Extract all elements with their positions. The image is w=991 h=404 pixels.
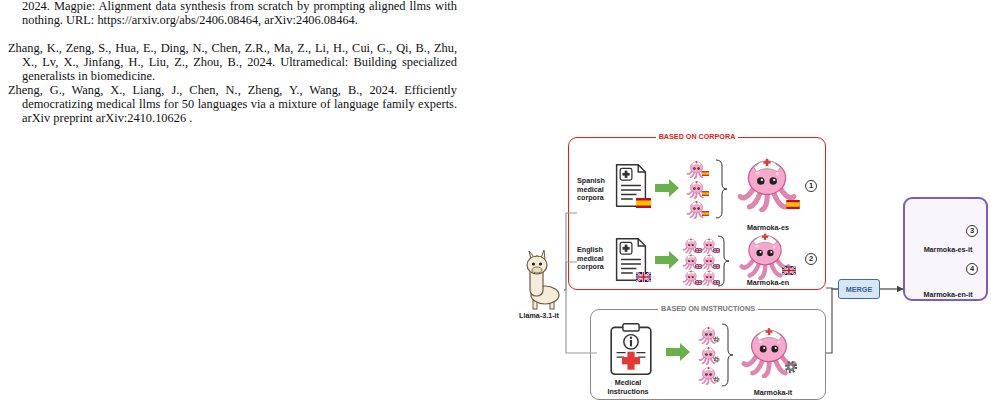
- uk-flag: [636, 272, 651, 282]
- spanish-row-art: [617, 159, 800, 219]
- connector: [826, 288, 838, 289]
- connector: [564, 213, 577, 290]
- model-node: 1Marmoka-es: [729, 147, 825, 235]
- spanish-flag: [786, 200, 800, 209]
- node-label: Marmoka-es: [729, 224, 807, 233]
- corpus-node: Spanish medical corpora: [577, 161, 655, 219]
- node-label: Medical Instructions: [597, 379, 659, 396]
- small-octopus: [699, 327, 717, 344]
- brace: [718, 236, 729, 286]
- group-title: BASED ON INSTRUCTIONS: [591, 305, 825, 314]
- callout-number: 3: [966, 225, 978, 237]
- connector: [826, 289, 838, 353]
- node-label: Marmoka-it: [731, 389, 815, 398]
- node-label: Llama-3.1-it: [514, 312, 564, 321]
- group-box: BASED ON CORPORASpanish medical corpora1…: [568, 137, 826, 290]
- gear-icon: [714, 357, 719, 362]
- node-label: Marmoka-es-it: [909, 246, 987, 255]
- gear-icon: [714, 337, 719, 342]
- gear-icon: [714, 377, 719, 382]
- model-node: 4Marmoka-en-it: [909, 254, 987, 302]
- node-label: English medical corpora: [577, 246, 613, 272]
- green-arrow: [655, 251, 679, 269]
- node-label: Marmoka-en: [729, 279, 807, 288]
- group-box: BASED ON INSTRUCTIONSMedical Instruction…: [590, 309, 826, 400]
- gear-icon: [786, 362, 796, 372]
- group-title: BASED ON CORPORA: [569, 133, 825, 142]
- connector: [880, 288, 903, 289]
- spanish-flag: [702, 171, 709, 176]
- uk-flag: [713, 248, 720, 253]
- uk-flag: [713, 280, 720, 285]
- spanish-flag: [636, 198, 651, 208]
- merge-box: MERGE: [838, 279, 880, 299]
- uk-flag: [713, 264, 720, 269]
- callout-number: 1: [805, 180, 817, 192]
- green-arrow: [655, 179, 679, 197]
- node-label: MERGE: [839, 286, 879, 295]
- output-group-box: 3Marmoka-es-it4Marmoka-en-it: [903, 197, 988, 301]
- llama-icon: [527, 250, 559, 309]
- spanish-flag: [702, 211, 709, 216]
- uk-flag: [695, 280, 702, 285]
- spanish-flag: [702, 191, 709, 196]
- model-node: 3Marmoka-es-it: [909, 202, 987, 252]
- model-icon-node: Llama-3.1-it: [514, 250, 564, 322]
- uk-flag: [695, 264, 702, 269]
- node-label: Spanish medical corpora: [577, 177, 613, 203]
- model-node: Marmoka-it: [731, 319, 825, 399]
- model-node: 2Marmoka-en: [729, 229, 825, 289]
- clipboard-icon: [611, 324, 651, 374]
- small-octopus: [699, 347, 717, 364]
- reference-text: 2024. Magpie: Alignment data synthesis f…: [22, 0, 457, 27]
- reference-text: Zhang, K., Zeng, S., Hua, E., Ding, N., …: [8, 41, 457, 83]
- corpus-node: English medical corpora: [577, 234, 655, 289]
- node-label: Marmoka-en-it: [909, 291, 987, 300]
- callout-number: 4: [966, 263, 978, 275]
- brace: [722, 324, 733, 386]
- uk-flag: [782, 266, 796, 275]
- octopus-icon: [740, 159, 794, 210]
- connector: [564, 262, 577, 290]
- uk-flag: [695, 248, 702, 253]
- small-octopus: [699, 367, 717, 384]
- instructions-node: Medical Instructions: [597, 321, 667, 399]
- green-arrow: [666, 343, 690, 361]
- reference-text: Zheng, G., Wang, X., Liang, J., Chen, N.…: [8, 83, 457, 125]
- connector: [564, 290, 597, 353]
- callout-number: 2: [805, 253, 817, 265]
- brace: [716, 160, 727, 218]
- instruction-row-art: [611, 324, 796, 386]
- octopus-icon: [742, 234, 789, 279]
